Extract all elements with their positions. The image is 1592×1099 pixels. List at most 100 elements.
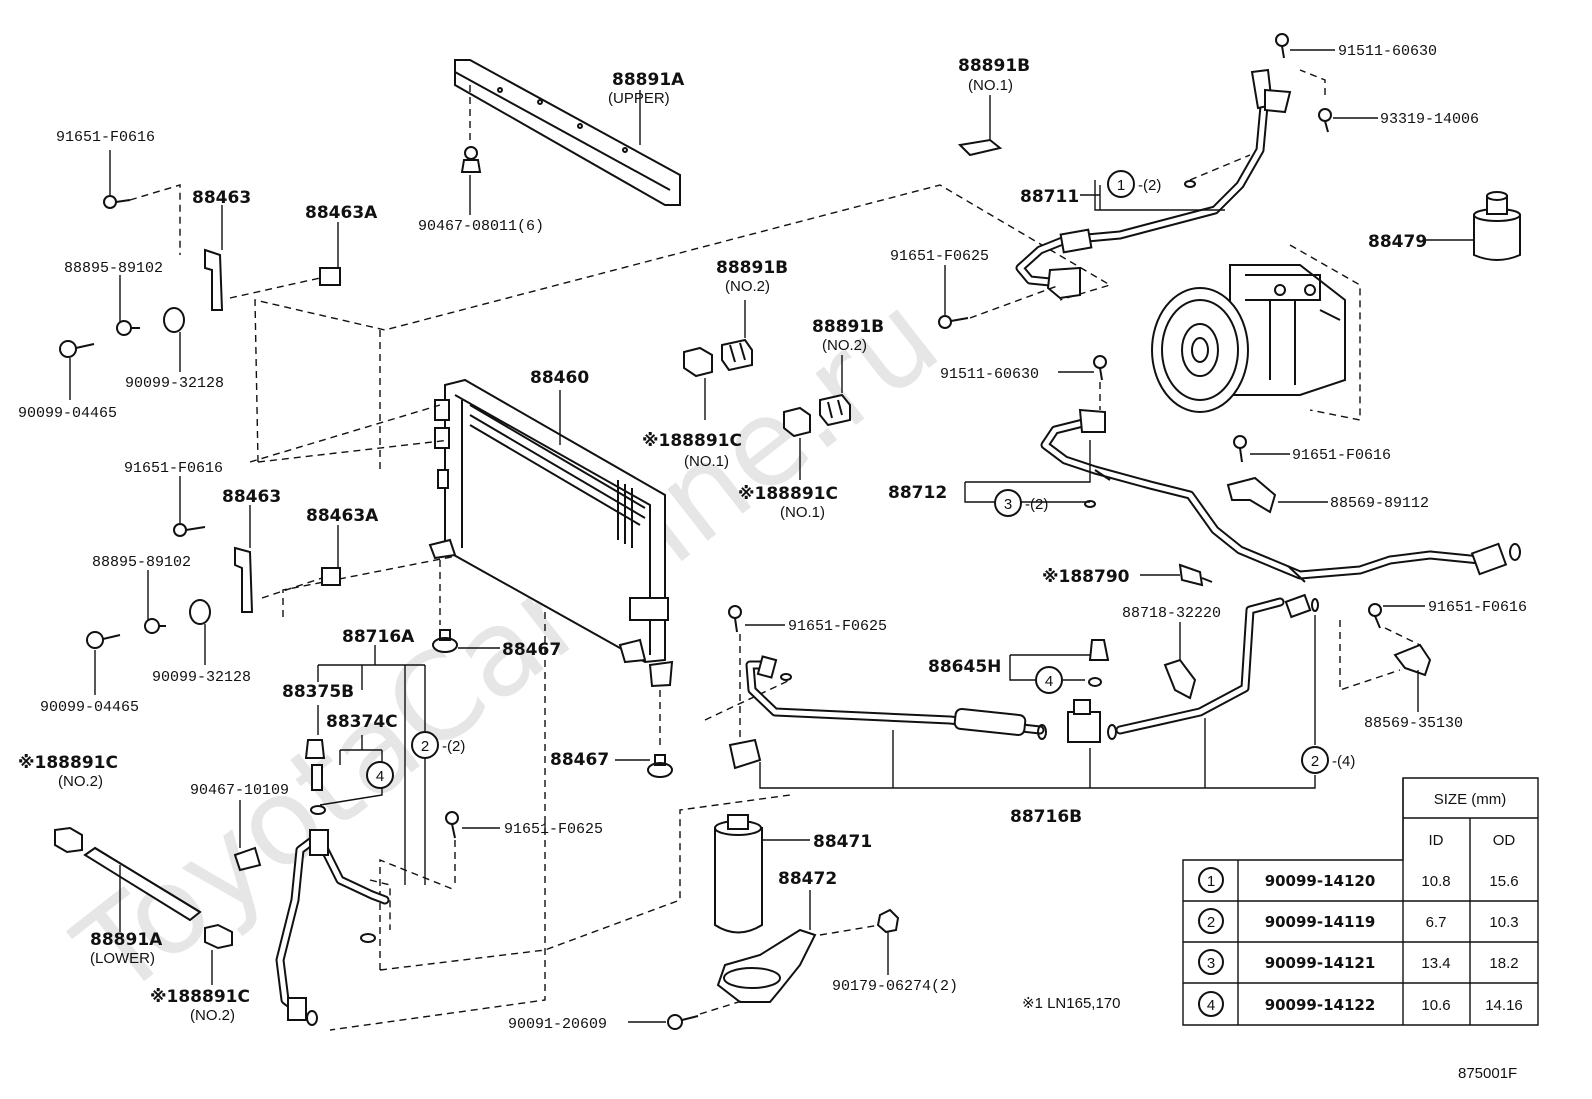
switch-88790-icon [1178,563,1213,587]
callout-3-qty: -(2) [1025,496,1048,513]
compressor [1151,264,1346,413]
table-row: 2 90099-14119 6.7 10.3 [1198,908,1519,934]
table-cell-od: 15.6 [1489,873,1518,890]
oring-size-table: SIZE (mm) ID OD 1 90099-14120 10.8 15.6 … [1182,777,1539,1026]
label-88891C-no1-a-sub: (NO.1) [684,453,729,470]
nut-90099-32128-b-icon [189,599,211,625]
clamp-88569-89112-icon [1226,476,1277,514]
table-cell-id: 6.7 [1426,914,1447,931]
table-cell-od: 14.16 [1485,997,1523,1014]
screw-88895-89102-icon [116,320,140,336]
bolt-91651-F0616-icon [103,195,131,209]
label-88891A-lower: 88891A [90,930,163,950]
lower-outline [379,794,791,971]
leader [129,184,181,255]
label-88569-35130: 88569-35130 [1364,715,1463,732]
liquid-hose-88716A [275,829,390,1026]
label-91651-F0625-b: 91651-F0625 [890,248,989,265]
label-88891C-no1-b-sub: (NO.1) [780,504,825,521]
callout-2-a: 2 [411,731,439,759]
label-88471: 88471 [813,832,872,852]
liquid-tube-88716B [745,593,1319,743]
label-88891C-no1-b: ※188891C [738,484,838,504]
liquid-line-outline [704,679,791,721]
leader [1189,154,1251,181]
bolt-91651-F0625-c-icon [728,605,742,633]
label-88891B-no1-sub: (NO.1) [968,77,1013,94]
suction-hose-88711 [1015,68,1292,300]
label-91651-F0625-c: 91651-F0625 [788,618,887,635]
seal-88891B-no2b-icon [819,393,851,427]
svg-text:1: 1 [1207,873,1215,890]
table-cell-part: 90099-14122 [1265,996,1376,1014]
label-90179-06274: 90179-06274(2) [832,978,958,995]
clip-88463A-icon [319,267,341,286]
fitting-88645H-icon [1088,639,1110,661]
label-91651-F0616-b: 91651-F0616 [124,460,223,477]
label-93319-14006: 93319-14006 [1380,111,1479,128]
svg-text:2: 2 [421,738,429,755]
table-cell-part: 90099-14119 [1265,913,1376,931]
callout-4-a: 4 [1035,666,1063,694]
label-88463-b: 88463 [222,487,281,507]
pipe-outline [329,540,546,1031]
table-cell-part: 90099-14121 [1265,954,1376,972]
label-90467-08011: 90467-08011(6) [418,218,544,235]
label-91511-60630-a: 91511-60630 [1338,43,1437,60]
label-88891C-no1-a: ※188891C [642,431,742,451]
leader [261,577,323,599]
leader [1094,180,1225,211]
label-88891C-no2-a-sub: (NO.2) [58,773,103,790]
svg-text:4: 4 [1207,997,1215,1014]
sensor-88718-32220-icon [1163,658,1197,700]
clamp-88569-35130-icon [1393,643,1432,677]
callout-3: 3 [994,489,1022,517]
compressor-outline [1289,244,1361,421]
label-88790: ※188790 [1042,567,1130,587]
table-row: 3 90099-14121 13.4 18.2 [1198,949,1519,975]
label-88463A-b: 88463A [306,506,379,526]
svg-text:4: 4 [1045,673,1053,690]
screw-88895-89102-b-icon [144,618,166,634]
label-88463-a: 88463 [192,188,251,208]
svg-text:1: 1 [1117,177,1125,194]
clamp-90467-10109-icon [233,846,262,872]
label-90099-32128-a: 90099-32128 [125,375,224,392]
label-88895-89102-b: 88895-89102 [92,554,191,571]
label-88718-32220: 88718-32220 [1122,605,1221,622]
nut-90179-06274-icon [876,908,900,934]
leader [229,277,321,299]
bracket-small-icon [728,738,762,770]
leader [369,879,391,930]
valve-cap-88375B-icon [304,739,326,759]
condenser-outline-top [254,184,1112,463]
grommet-88467-b-icon [647,754,673,778]
bolt-90099-04465-icon [59,340,95,358]
svg-text:4: 4 [376,768,384,785]
svg-text:3: 3 [1004,496,1012,513]
callout-1-qty: -(2) [1138,177,1161,194]
label-91651-F0616-d: 91651-F0616 [1428,599,1527,616]
label-88472: 88472 [778,869,837,889]
bolt-91651-F0625-b-icon [938,315,969,329]
discharge-hose-88712 [1040,408,1521,583]
table-cell-od: 18.2 [1489,955,1518,972]
oring-icon [310,805,326,815]
table-cell-od: 10.3 [1489,914,1518,931]
label-88712: 88712 [888,483,947,503]
label-88479: 88479 [1368,232,1427,252]
label-88891C-no2-b-sub: (NO.2) [190,1007,235,1024]
label-88467-b: 88467 [550,750,609,770]
label-88891C-no2-b: ※188891C [150,987,250,1007]
label-88467-a: 88467 [502,640,561,660]
grommet-88479-icon [1473,191,1521,261]
bracket-88472 [716,928,817,1003]
svg-text:2: 2 [1311,753,1319,770]
diagram-code: 875001F [1458,1065,1517,1082]
seal-88891C-no1-a-icon [683,346,713,378]
label-90091-20609: 90091-20609 [508,1016,607,1033]
seal-88891C-no2-b-icon [204,923,233,950]
label-90099-04465-b: 90099-04465 [40,699,139,716]
bolt-91651-F0625-a-icon [445,811,459,839]
